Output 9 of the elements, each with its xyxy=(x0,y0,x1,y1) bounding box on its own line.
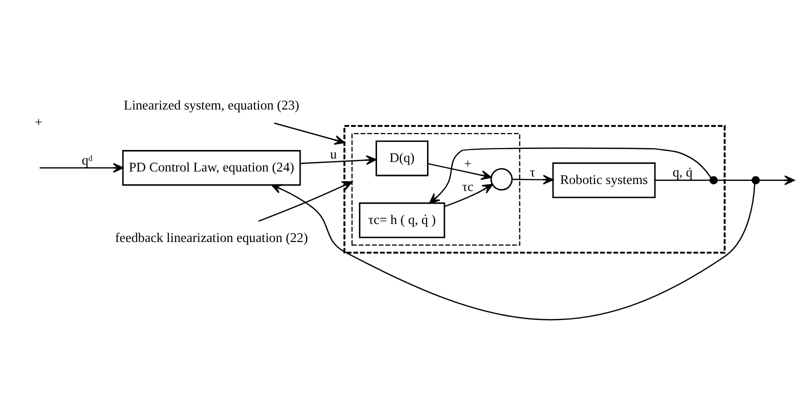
label: + xyxy=(34,114,42,130)
edge-label: τc xyxy=(462,178,474,194)
edge-label: qᵈ xyxy=(82,152,93,168)
node-text: Linearized system, equation (23) xyxy=(124,97,300,112)
edge-label: q, q̇ xyxy=(672,164,693,180)
edge-label: + xyxy=(464,156,472,172)
node-text: feedback linearization equation (22) xyxy=(115,230,308,245)
edge-label: u xyxy=(330,146,337,162)
edge-label: τ xyxy=(530,164,536,180)
